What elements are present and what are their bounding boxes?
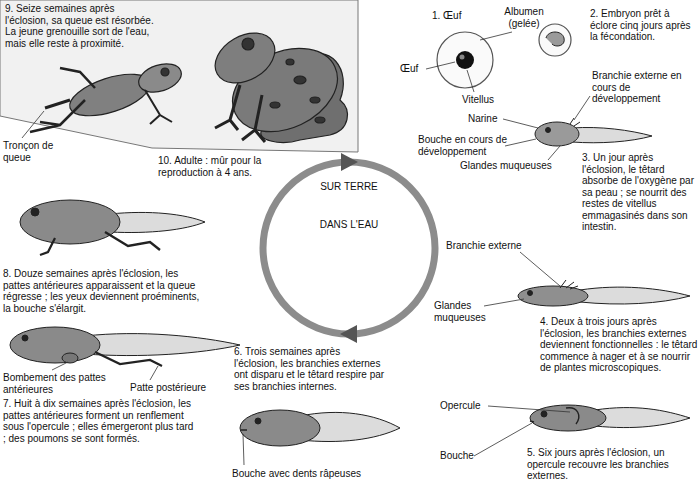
egg	[437, 32, 493, 88]
part-label: Glandes muqueuses	[460, 160, 560, 172]
tadpole-three-weeks	[240, 410, 400, 446]
land-region	[0, 0, 358, 152]
tadpole-day-one	[535, 118, 652, 146]
tadpole-twelve-weeks	[20, 200, 205, 255]
young-frog	[30, 59, 185, 132]
part-label: Albumen (gelée)	[498, 6, 550, 29]
part-label: Glandes muqueuses	[434, 300, 494, 323]
part-label: Branchie externe	[446, 240, 530, 252]
embryo	[539, 24, 571, 56]
stage-description: 2. Embryon prêt à éclore cinq jours aprè…	[590, 8, 698, 43]
cycle-arrowhead	[341, 153, 358, 171]
part-label: Narine	[468, 113, 508, 125]
part-label: Bouche avec dents râpeuses	[232, 468, 392, 480]
tadpole-eight-weeks	[10, 327, 240, 366]
part-label: Opercule	[440, 400, 490, 412]
cycle-circle: SUR TERRE DANS L'EAU	[263, 162, 435, 334]
part-label: Bombement des pattes antérieures	[3, 372, 113, 395]
tadpole-six-days	[530, 405, 690, 431]
zone-label: DANS L'EAU	[263, 218, 435, 231]
part-label: Patte postérieure	[130, 382, 230, 394]
cycle-arrowhead	[340, 325, 357, 343]
stage-description: 1. Œuf	[432, 10, 482, 22]
stage-description: 8. Douze semaines après l'éclosion, les …	[3, 268, 208, 314]
cycle-ring-line	[263, 162, 435, 334]
part-label: Bouche en cours de développement	[418, 134, 508, 157]
adult-frog	[206, 23, 351, 148]
part-label: Branchie externe en cours de développeme…	[592, 70, 698, 105]
stage-description: 7. Huit à dix semaines après l'éclosion,…	[3, 398, 195, 444]
stage-description: 3. Un jour après l'éclosion, le têtard a…	[582, 152, 698, 233]
stage-description: 4. Deux à trois jours après l'éclosion, …	[540, 316, 698, 374]
stage-description: 9. Seize semaines après l'éclosion, sa q…	[5, 3, 157, 49]
stage-description: 5. Six jours après l'éclosion, un opercu…	[527, 447, 697, 482]
part-label: Bouche	[440, 450, 480, 462]
part-label: Œuf	[400, 63, 430, 75]
tadpole-two-days	[518, 280, 690, 306]
part-label: Tronçon de queue	[3, 140, 61, 163]
zone-label: SUR TERRE	[263, 180, 435, 193]
stage-description: 10. Adulte : mûr pour la reproduction à …	[158, 155, 298, 178]
part-label: Vitellus	[462, 94, 512, 106]
stage-description: 6. Trois semaines après l'éclosion, les …	[234, 346, 386, 392]
